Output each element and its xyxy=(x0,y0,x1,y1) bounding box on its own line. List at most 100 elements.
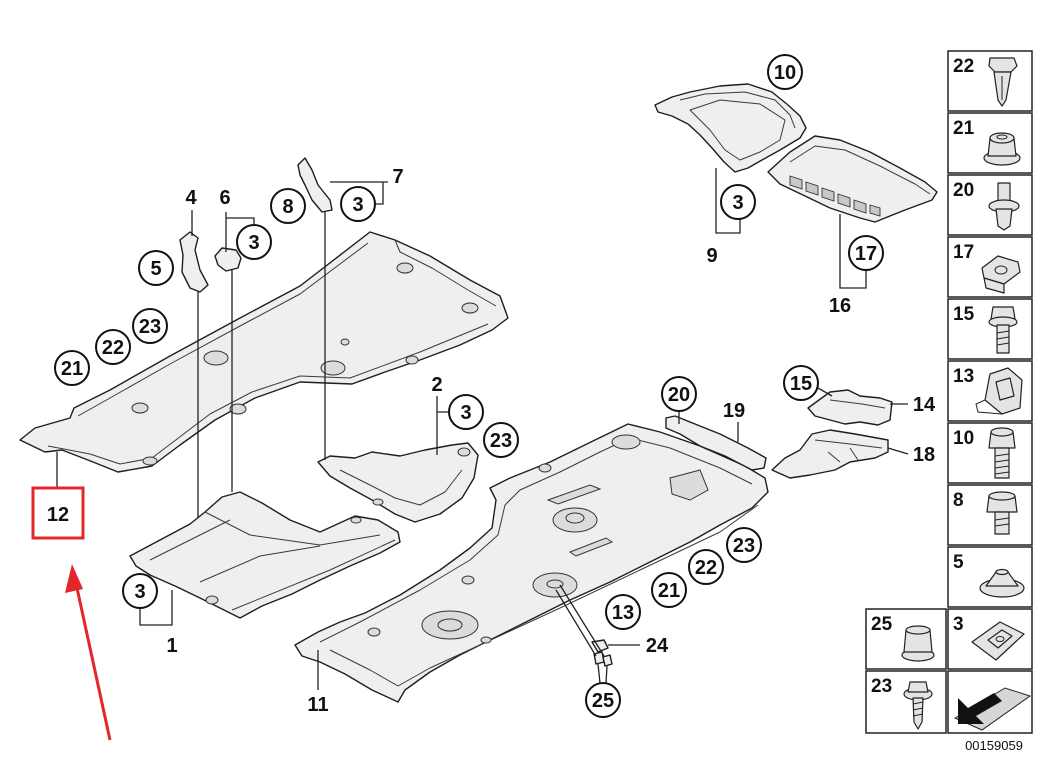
mount-boss xyxy=(461,302,479,314)
legend-number: 13 xyxy=(953,366,974,387)
mount-boss xyxy=(203,350,229,366)
part-4-bracket xyxy=(179,231,209,293)
screw-head xyxy=(907,681,929,693)
panel-11-edge xyxy=(319,437,753,643)
callout-label: 20 xyxy=(668,384,690,406)
brace-2-outline xyxy=(317,442,479,523)
callout-label: 17 xyxy=(855,243,877,265)
part-25-nut xyxy=(602,654,613,667)
callout-circle xyxy=(122,573,158,609)
panel-11-lower-edge xyxy=(329,504,759,687)
callout-circle xyxy=(138,250,174,286)
tray-10-rim xyxy=(679,91,796,129)
shield-1-ridge xyxy=(231,539,396,611)
leader-line xyxy=(436,396,449,455)
part-12-underbody-panel xyxy=(19,231,509,473)
callout-4: 4 xyxy=(185,187,197,209)
mount-boss xyxy=(405,355,419,365)
panel-12-rear-edge xyxy=(394,239,497,307)
leader-line xyxy=(555,584,605,657)
callout-20: 20 xyxy=(661,376,697,412)
callout-17: 17 xyxy=(848,235,884,271)
mount-boss xyxy=(480,636,492,644)
leader-line xyxy=(225,212,255,252)
legend-cell xyxy=(947,546,1033,608)
part-1-shield xyxy=(129,491,401,619)
callout-5: 5 xyxy=(138,250,174,286)
panel-12-edge xyxy=(77,242,369,417)
leader-line xyxy=(817,387,833,397)
highlight-box xyxy=(31,486,85,540)
mount-boss xyxy=(229,403,247,415)
callout-1: 1 xyxy=(166,635,177,657)
callout-circle xyxy=(783,365,819,401)
part-7-bracket xyxy=(297,157,333,213)
part-19-strip xyxy=(665,415,767,471)
screw-shank xyxy=(912,697,924,730)
shield-1-ridge xyxy=(199,545,321,583)
panel-16-outline xyxy=(767,135,938,223)
mount-boss xyxy=(538,463,552,473)
cone-washer-icon xyxy=(979,568,1025,598)
leader-line xyxy=(139,590,173,626)
callout-14: 14 xyxy=(913,394,936,416)
callout-24: 24 xyxy=(646,635,669,657)
mount-boss xyxy=(320,360,346,376)
nut-top xyxy=(905,625,931,635)
callout-6: 6 xyxy=(219,187,230,209)
leader-line xyxy=(839,214,867,289)
nut-top xyxy=(989,132,1015,144)
legend-number: 25 xyxy=(871,614,893,635)
callout-10: 10 xyxy=(767,54,803,90)
retaining-clip-icon xyxy=(975,367,1023,415)
tray-10-outline xyxy=(654,83,807,173)
highlight-arrow xyxy=(65,564,112,741)
rib-slot xyxy=(837,193,851,208)
panel-11-outline xyxy=(294,423,769,703)
mount-boss xyxy=(340,338,350,346)
callout-label: 25 xyxy=(592,690,614,712)
mount-boss xyxy=(367,627,381,637)
leader-lines xyxy=(56,168,909,690)
callout-label: 15 xyxy=(790,373,812,395)
rivet-head xyxy=(988,57,1018,73)
bolt-head-top xyxy=(988,491,1016,501)
bulge xyxy=(611,434,641,450)
callout-7: 7 xyxy=(392,166,403,188)
fastener-legend: 22 21 20 17 xyxy=(865,50,1033,734)
spring-nut-icon xyxy=(971,621,1025,661)
callout-circle xyxy=(585,682,621,718)
legend-number: 5 xyxy=(953,552,964,573)
shield-1-ridge xyxy=(204,511,381,546)
callout-22: 22 xyxy=(688,549,724,585)
slot xyxy=(546,484,602,505)
mount-boss xyxy=(372,498,384,506)
callout-circle xyxy=(605,594,641,630)
hex-bolt-icon xyxy=(988,427,1016,479)
mount-boss xyxy=(457,447,471,457)
mount-boss xyxy=(205,595,219,605)
callout-3: 3 xyxy=(720,184,756,220)
rib-slot xyxy=(869,204,881,217)
callout-label: 23 xyxy=(139,316,161,338)
part-11-underbody-panel xyxy=(294,423,769,703)
clip-hole xyxy=(994,265,1008,275)
callout-circle xyxy=(236,224,272,260)
spring-tongue xyxy=(987,629,1013,649)
callout-16: 16 xyxy=(829,295,851,317)
callout-23: 23 xyxy=(483,422,519,458)
legend-number: 10 xyxy=(953,428,974,449)
callout-circle xyxy=(848,235,884,271)
pin-body xyxy=(995,208,1013,231)
highlight-label: 12 xyxy=(47,504,69,526)
leader-line xyxy=(887,447,909,455)
callout-3: 3 xyxy=(448,394,484,430)
spring-hole xyxy=(995,636,1005,642)
legend-number: 8 xyxy=(953,490,964,511)
callout-label: 3 xyxy=(134,581,145,603)
mount-boss xyxy=(461,575,475,585)
clip-edge xyxy=(975,399,1003,415)
callout-label: 10 xyxy=(774,62,796,84)
bracket-14-fold xyxy=(829,399,886,409)
